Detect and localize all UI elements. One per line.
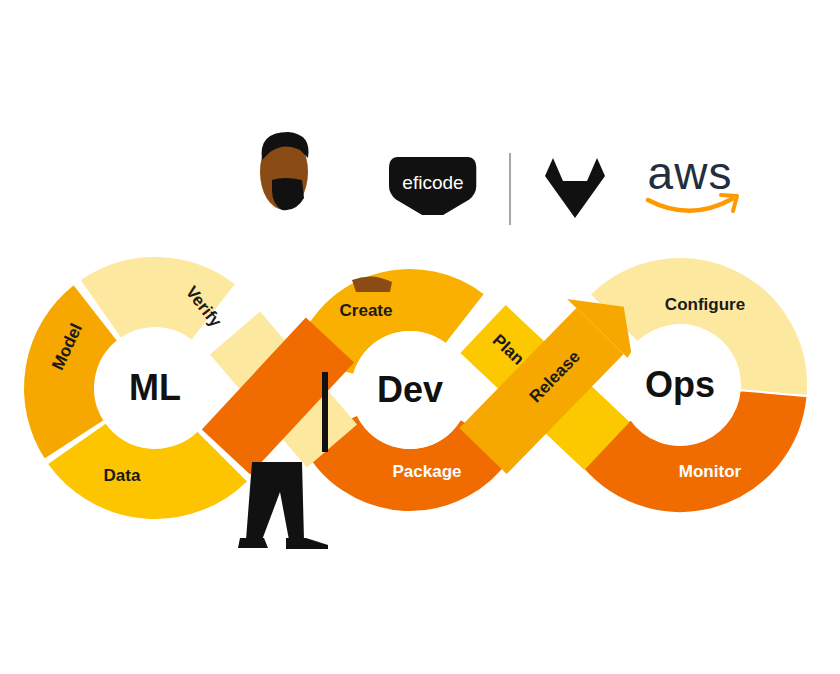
node-text: Monitor [679, 462, 741, 482]
loop-segment-label: Create [336, 299, 397, 323]
crossing-bands [226, 299, 633, 452]
loop-rings [23, 256, 808, 520]
loop-center: ML [96, 329, 214, 447]
loop-title: Dev [377, 369, 443, 411]
aws-smile [648, 199, 732, 211]
eficode-logo: eficode [389, 157, 476, 215]
divider-line [509, 153, 511, 225]
loop-center: Ops [621, 326, 739, 444]
node-text: Data [104, 466, 141, 486]
loop-segment-label: Configure [661, 293, 749, 317]
loop-title: ML [129, 367, 181, 409]
face-icon [260, 132, 309, 210]
node-text: Package [393, 462, 462, 482]
gitlab-logo [545, 158, 605, 218]
loop-title: Ops [645, 364, 715, 406]
loop-segment-label: Package [389, 460, 466, 484]
loop-segment-label: Monitor [675, 460, 745, 484]
loop-segment-label: Data [100, 464, 145, 488]
label-text: aws [648, 147, 733, 199]
node-text: eficode [402, 172, 463, 194]
crossing-band [226, 340, 330, 452]
aws-logo-text: aws [648, 150, 733, 196]
loop-segment [79, 256, 236, 341]
loop-center: Dev [351, 331, 469, 449]
crossing-band [483, 331, 600, 451]
node-text: Configure [665, 295, 745, 315]
node-text: Create [340, 301, 393, 321]
